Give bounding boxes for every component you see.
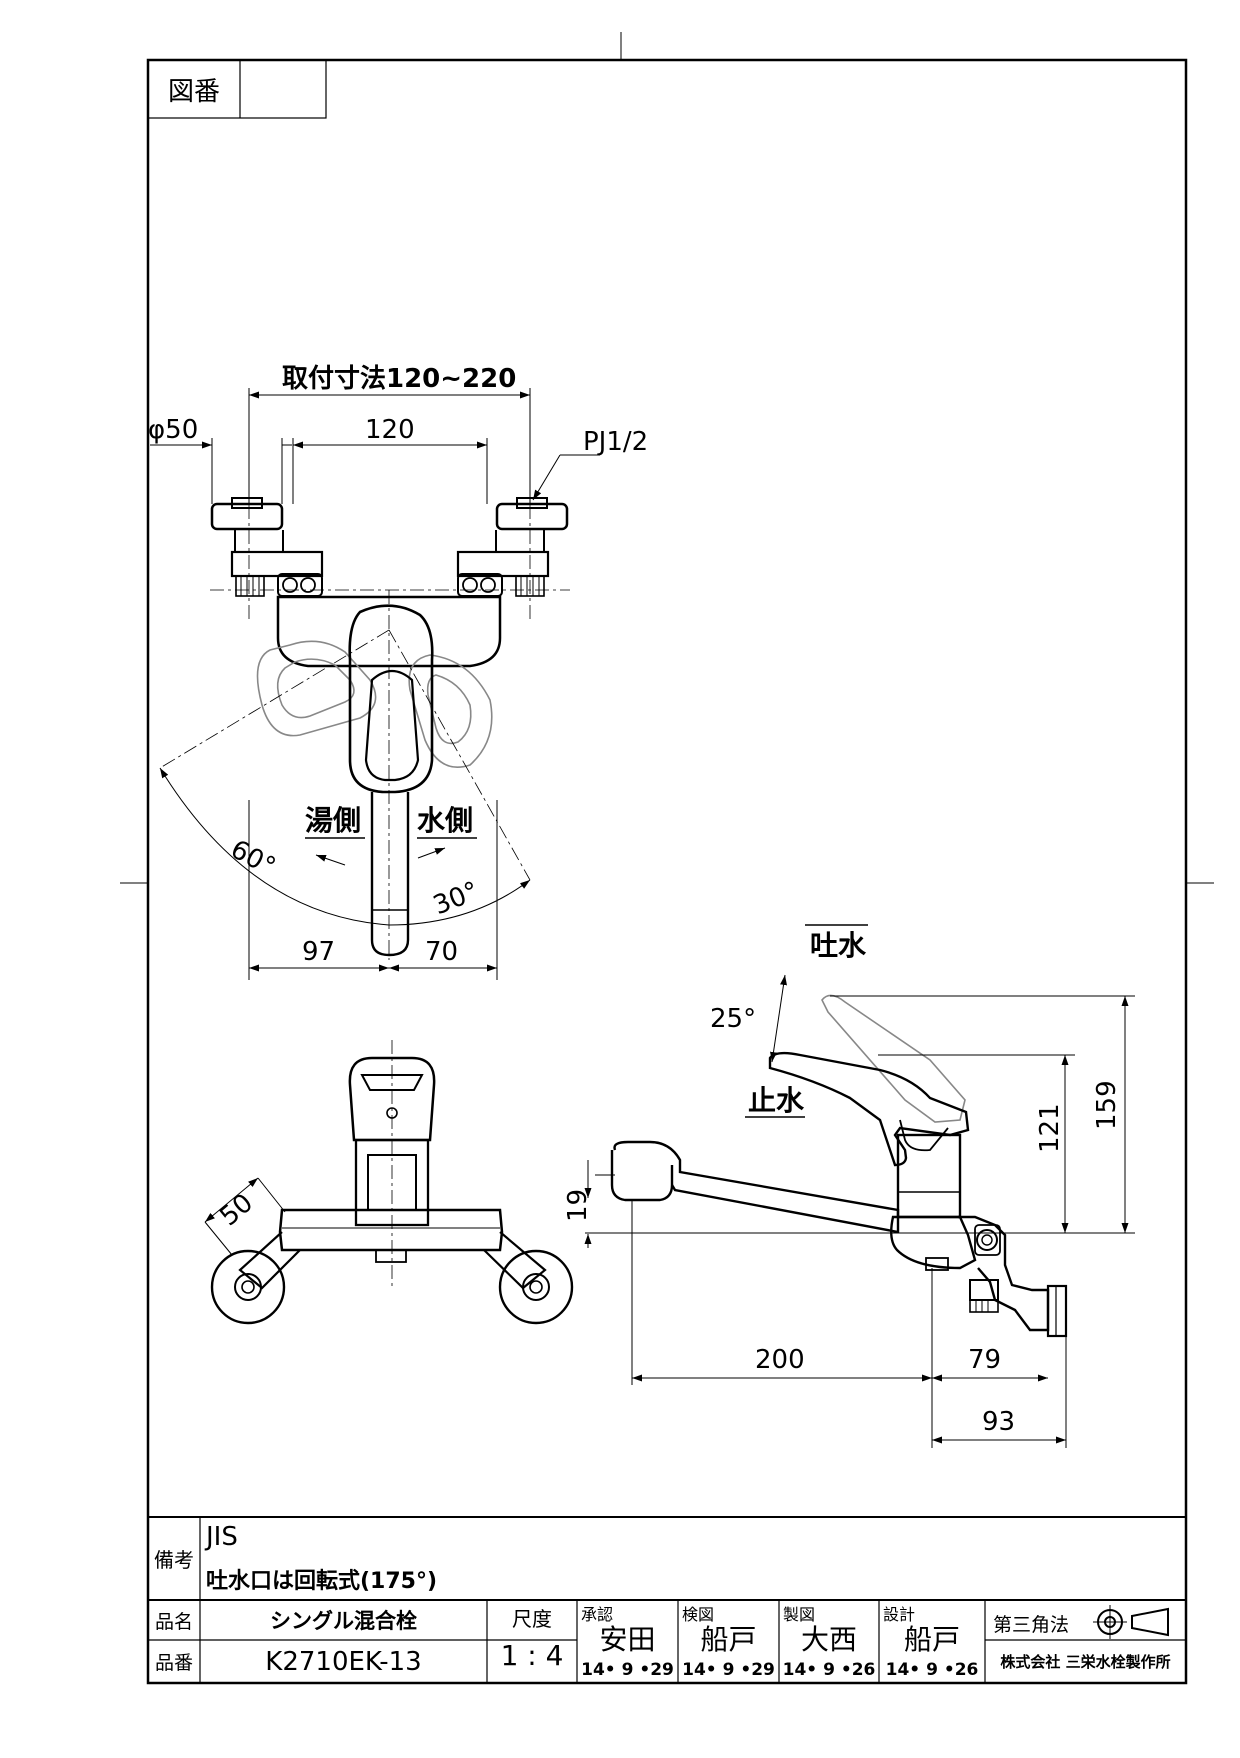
width-200-label: 200 [755, 1345, 805, 1375]
front-view: 50 [204, 1040, 574, 1325]
height-19-label: 19 [563, 1189, 593, 1222]
biko-label: 備考 [154, 1548, 194, 1572]
drawn-date: 14• 9 •26 [782, 1660, 876, 1680]
checked-label: 検図 [682, 1605, 715, 1624]
drawn-name: 大西 [800, 1623, 857, 1656]
company-name: 株式会社 三栄水栓製作所 [1000, 1653, 1171, 1671]
side-view: 吐水 止水 25° 159 121 19 200 79 93 [563, 924, 1135, 1448]
checked-date: 14• 9 •29 [682, 1660, 775, 1680]
angle-hot-label: 60° [226, 834, 281, 882]
lever-angle-label: 25° [710, 1004, 756, 1034]
drawing-frame [120, 32, 1214, 1685]
width-79-label: 79 [968, 1345, 1001, 1375]
approved-name: 安田 [599, 1623, 656, 1656]
checked-name: 船戸 [700, 1623, 757, 1656]
angle-cold-label: 30° [429, 876, 483, 921]
hinban-value: K2710EK-13 [265, 1646, 422, 1677]
biko-line1: JIS [206, 1522, 238, 1552]
height-121-label: 121 [1035, 1103, 1065, 1153]
dim-left-label: 97 [302, 937, 335, 967]
projection-label: 第三角法 [993, 1614, 1070, 1636]
hinban-label: 品番 [154, 1652, 193, 1674]
thread-label: PJ1/2 [583, 427, 648, 457]
approved-date: 14• 9 •29 [581, 1660, 674, 1680]
zuban-label: 図番 [167, 76, 220, 107]
height-159-label: 159 [1092, 1080, 1122, 1130]
spout-off-label: 止水 [748, 1084, 805, 1117]
hinmei-value: シングル混合栓 [270, 1609, 417, 1633]
cold-side-label: 水側 [417, 804, 473, 837]
scale-label: 尺度 [512, 1606, 552, 1631]
hinmei-label: 品名 [154, 1610, 193, 1633]
dim-50-label: 50 [214, 1188, 259, 1232]
mount-range-label: 取付寸法120~220 [282, 364, 516, 394]
scale-value: 1 : 4 [500, 1638, 564, 1672]
biko-line2: 吐水口は回転式(175°) [206, 1569, 438, 1594]
spout-on-label: 吐水 [810, 929, 867, 962]
diameter-label: φ50 [148, 415, 198, 445]
third-angle-projection-icon [1093, 1605, 1169, 1639]
designed-name: 船戸 [903, 1623, 960, 1656]
top-view: 取付寸法120~220 120 φ50 PJ1/2 湯側 水側 60° 30° … [148, 364, 648, 980]
designed-label: 設計 [883, 1605, 916, 1624]
drawn-label: 製図 [783, 1605, 816, 1624]
zuban-value [240, 60, 326, 118]
pitch-label: 120 [365, 415, 415, 445]
hot-side-label: 湯側 [305, 804, 361, 837]
designed-date: 14• 9 •26 [885, 1660, 979, 1680]
width-93-label: 93 [982, 1407, 1015, 1437]
dim-right-label: 70 [425, 937, 458, 967]
title-block-grid [148, 1516, 1186, 1683]
approved-label: 承認 [581, 1605, 614, 1624]
